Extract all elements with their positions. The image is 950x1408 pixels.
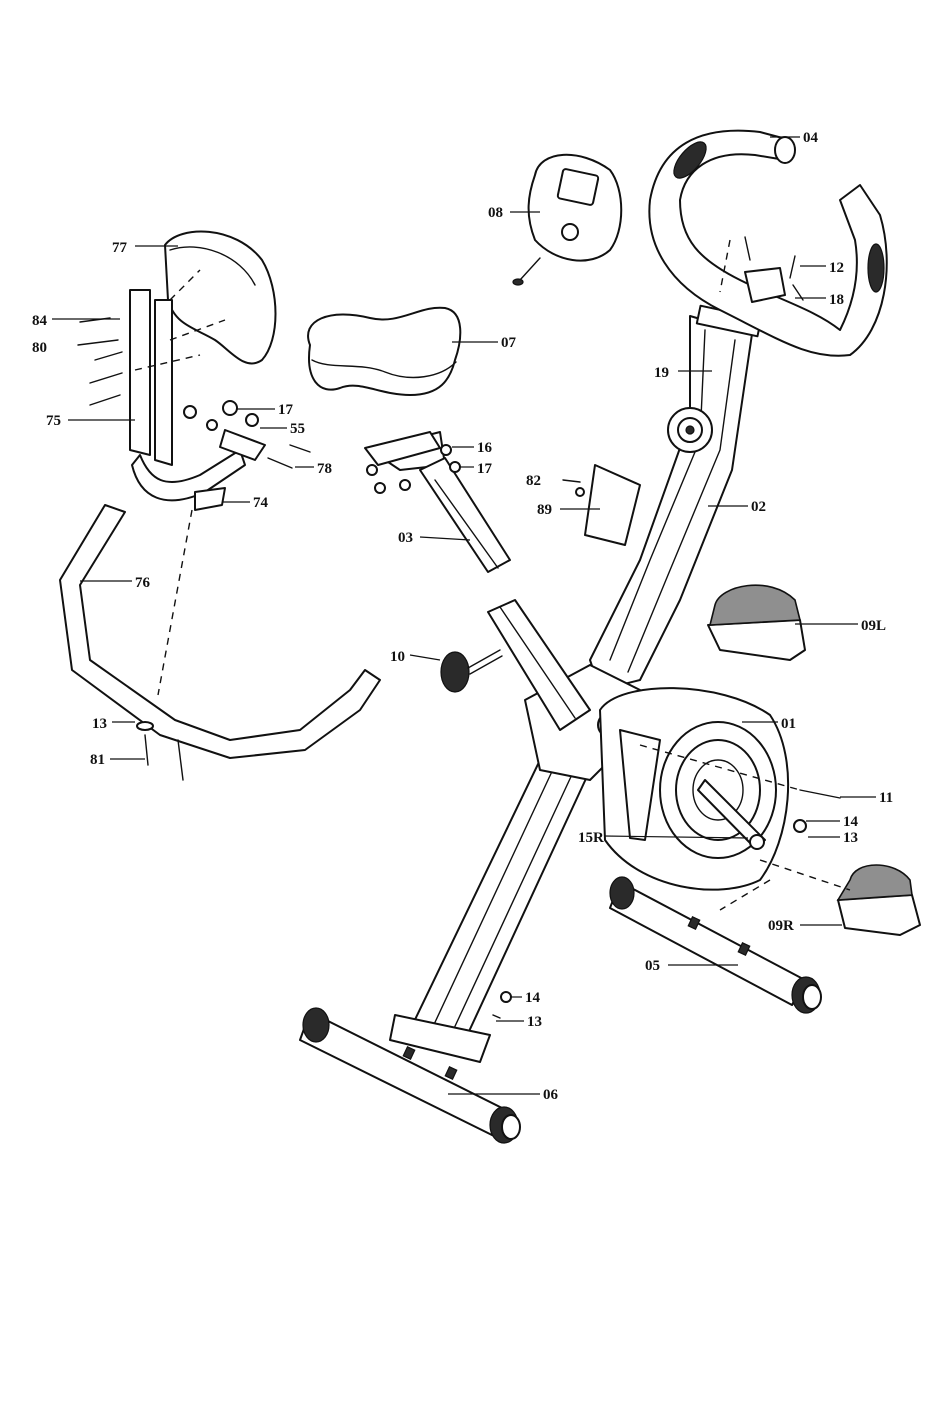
rear-stabilizer [610,877,821,1013]
right-pedal [838,865,920,935]
callout-78: 78 [317,461,332,477]
callout-74: 74 [253,495,269,511]
callout-81: 81 [90,752,105,768]
callout-89: 89 [537,502,552,518]
handlebar [649,131,886,356]
lower-frame [390,760,590,1062]
callout-06: 06 [543,1087,559,1103]
callout-80: 80 [32,340,47,356]
callout-13c: 13 [527,1014,542,1030]
callout-13b: 13 [843,830,858,846]
callout-18: 18 [829,292,844,308]
callout-10: 10 [390,649,405,665]
flywheel-housing [600,688,788,890]
seat [308,308,460,395]
callout-04: 04 [803,130,819,146]
callout-13a: 13 [92,716,107,732]
callout-16: 16 [477,440,493,456]
callout-01: 01 [781,716,796,732]
callout-08: 08 [488,205,503,221]
callout-09R: 09R [768,918,794,934]
callout-75: 75 [46,413,61,429]
callout-19: 19 [654,365,669,381]
callout-55: 55 [290,421,305,437]
back-support-handle [60,505,380,758]
callout-03: 03 [398,530,413,546]
callout-17a: 17 [278,402,294,418]
callout-07: 07 [501,335,517,351]
callout-82: 82 [526,473,541,489]
callout-05: 05 [645,958,660,974]
callout-84: 84 [32,313,48,329]
console [513,155,621,285]
callout-15R: 15R [578,830,604,846]
callout-14a: 14 [843,814,859,830]
callout-14b: 14 [525,990,541,1006]
callout-09L: 09L [861,618,886,634]
callout-12: 12 [829,260,844,276]
backrest-pad [165,231,276,363]
left-pedal [708,585,805,660]
callout-76: 76 [135,575,151,591]
callout-02: 02 [751,499,766,515]
callout-17b: 17 [477,461,493,477]
callout-11: 11 [879,790,893,806]
adjustment-knob [441,650,502,692]
callout-77: 77 [112,240,128,256]
